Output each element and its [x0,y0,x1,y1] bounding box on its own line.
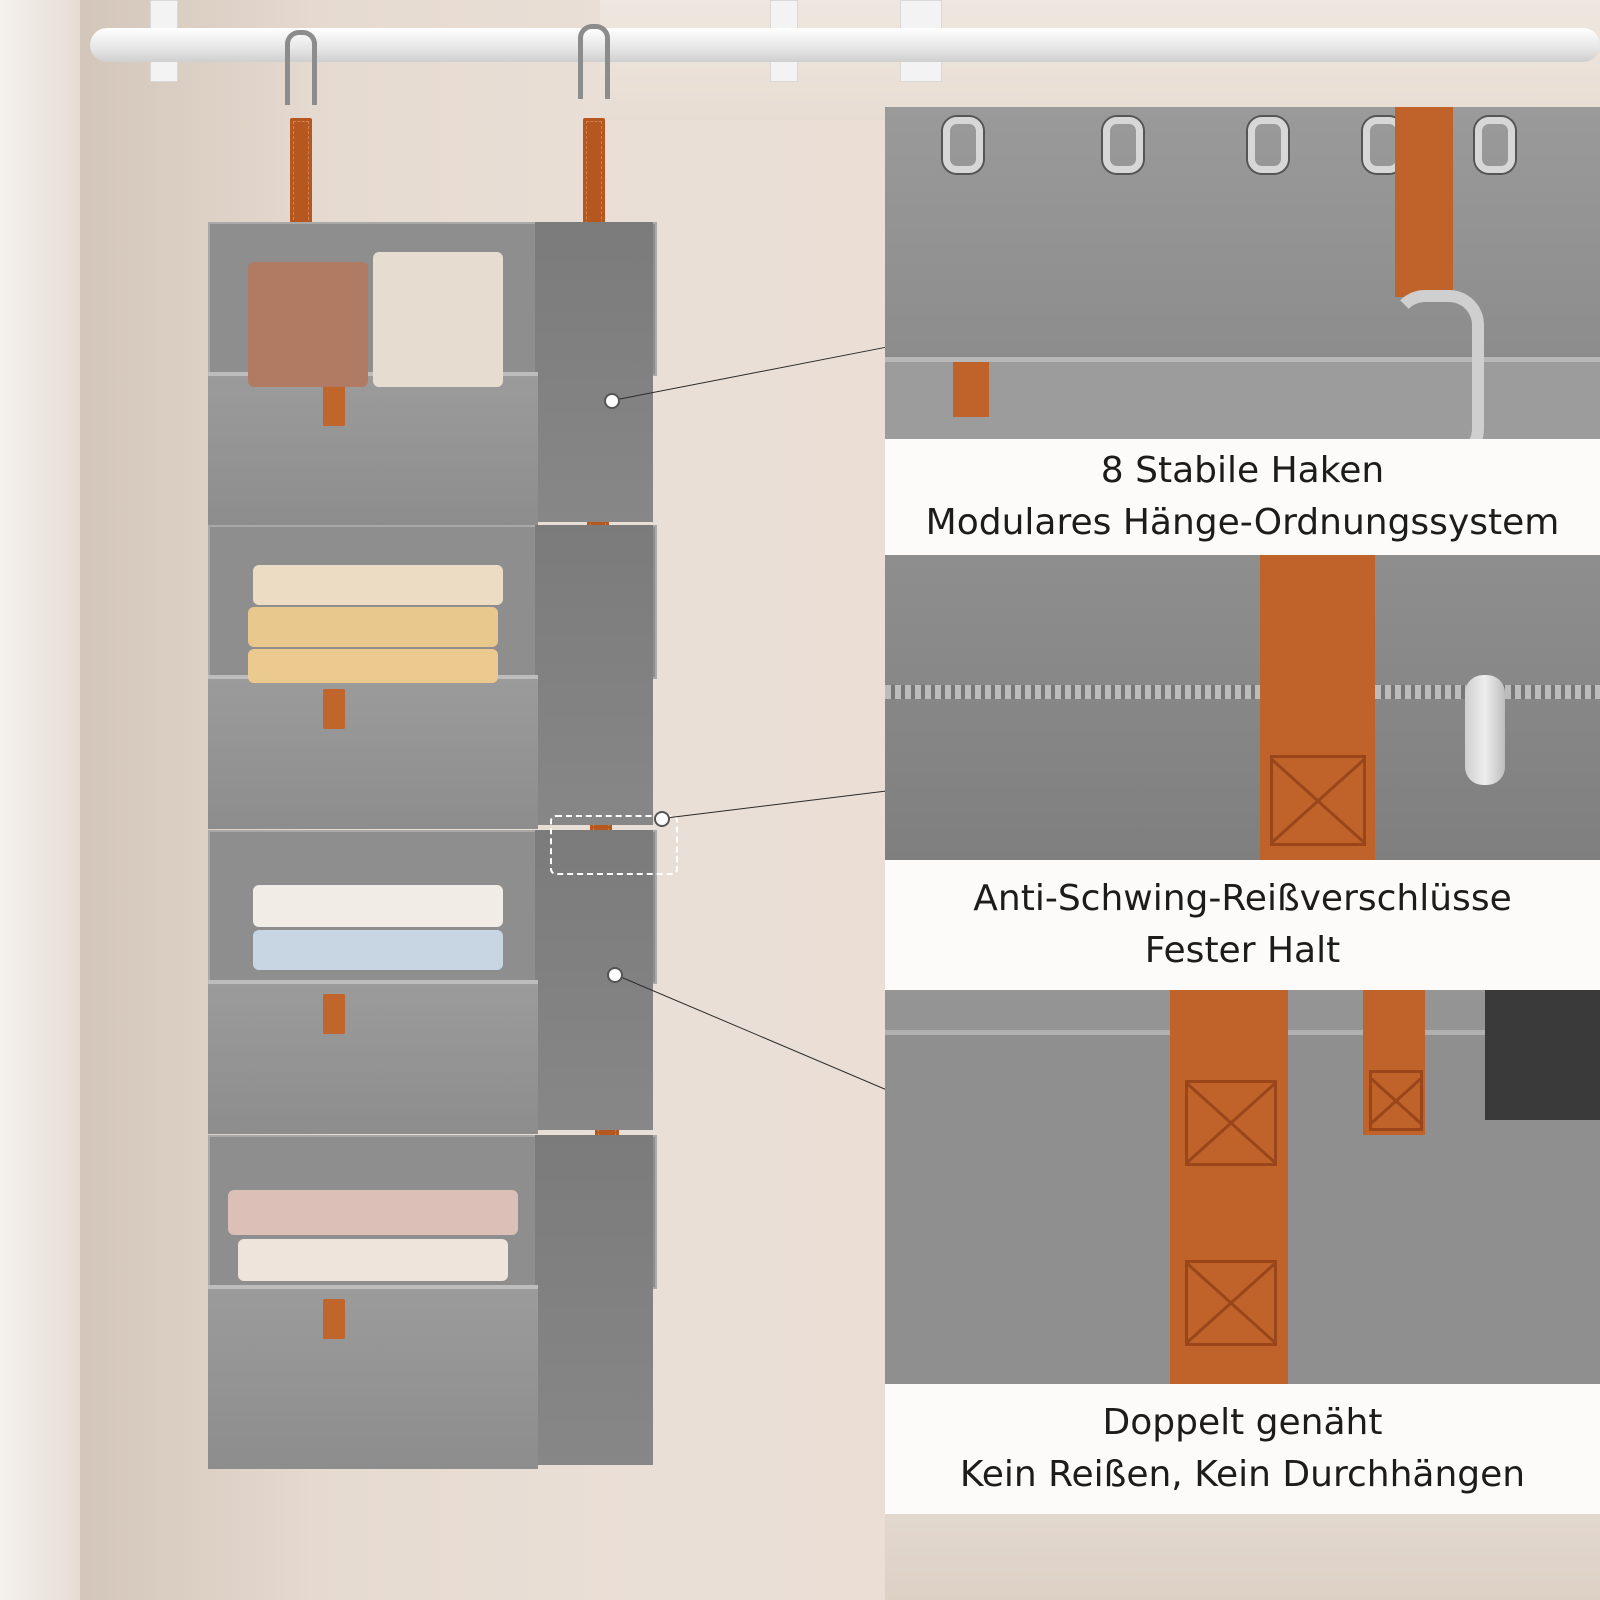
caption-zippers-title: Anti-Schwing-Reißverschlüsse [973,878,1512,919]
folded-shirt [248,649,498,683]
folded-shirt [253,565,503,605]
caption-hooks-subtitle: Modulares Hänge-Ordnungssystem [925,502,1560,543]
x-stitch [1369,1070,1423,1131]
callout-dot [654,811,670,827]
zipper-track [885,685,1600,699]
detail-hooks-panel [885,107,1600,439]
hook-ring [943,117,983,173]
folded-shirt [253,885,503,927]
wall-left [0,0,80,1600]
folded-sweater [228,1190,518,1235]
bin-front [208,1285,538,1469]
bin-side [535,830,653,1130]
detail-stitching-panel [885,990,1600,1384]
storage-bin-4 [208,1135,657,1469]
callout-line [614,974,892,1093]
bin-side [535,222,653,522]
bin-side [535,525,653,825]
x-stitch [1185,1260,1277,1346]
dark-background [1485,990,1600,1120]
pull-tab [323,994,345,1034]
storage-bin-3 [208,830,657,1134]
hook-ring [1248,117,1288,173]
bin-rim [885,357,1600,439]
caption-zippers-subtitle: Fester Halt [1144,930,1341,971]
caption-zippers: Anti-Schwing-Reißverschlüsse Fester Halt [885,860,1600,990]
hook-ring [1103,117,1143,173]
x-stitch [1270,755,1366,846]
caption-stitching-title: Doppelt genäht [1102,1402,1383,1443]
handbag-cream [373,252,503,387]
closet-rod [90,28,1600,62]
handbag-brown [248,262,368,387]
hook-ring [1475,117,1515,173]
detail-zipper-panel [885,555,1600,860]
callout-dot [604,393,620,409]
storage-bin-2 [208,525,657,829]
caption-stitching: Doppelt genäht Kein Reißen, Kein Durchhä… [885,1384,1600,1514]
bin-side [535,1135,653,1465]
strap-closeup [1395,107,1453,297]
pull-tab [953,362,989,417]
pull-tab [323,689,345,729]
storage-bin-1 [208,222,657,526]
s-hook-icon [1390,290,1484,464]
bin-front [208,372,538,526]
caption-stitching-subtitle: Kein Reißen, Kein Durchhängen [959,1454,1526,1495]
folded-shirt [248,607,498,647]
hanger-hook [285,30,317,105]
pull-tab [323,1299,345,1339]
pull-tab [323,386,345,426]
wall-bottom [885,1514,1600,1600]
folded-shirt [253,930,503,970]
hanging-strap [290,118,312,228]
zipper-highlight [550,815,678,875]
callout-line [662,790,886,819]
bin-front [208,675,538,829]
caption-hooks-title: 8 Stabile Haken [1100,450,1385,491]
bin-front [208,980,538,1134]
caption-hooks: 8 Stabile Haken Modulares Hänge-Ordnungs… [885,439,1600,555]
hanger-hook [578,24,610,99]
x-stitch [1185,1080,1277,1166]
zipper-pull-icon [1465,675,1505,785]
callout-dot [607,967,623,983]
folded-sweater [238,1239,508,1281]
